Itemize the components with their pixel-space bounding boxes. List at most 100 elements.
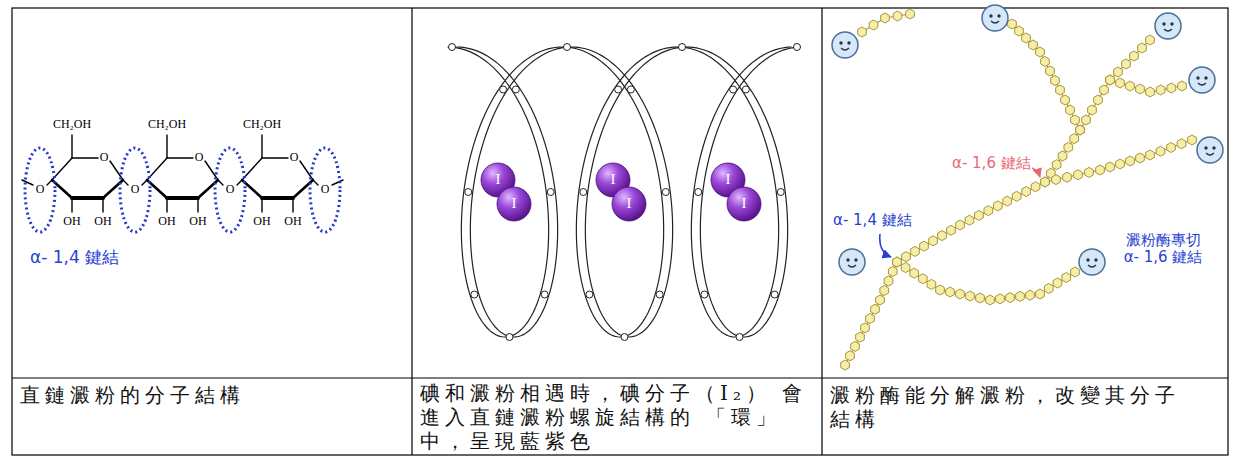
glucose-unit bbox=[1074, 170, 1083, 180]
glucose-unit bbox=[1029, 40, 1038, 50]
glucose-unit bbox=[856, 332, 865, 342]
glucose-unit bbox=[956, 220, 965, 230]
glucose-unit bbox=[1116, 78, 1125, 88]
leader-arrow bbox=[880, 234, 891, 257]
glucose-unit bbox=[1177, 139, 1186, 149]
enzyme-mouth bbox=[1164, 29, 1172, 31]
glucose-unit bbox=[996, 294, 1005, 304]
enzyme-eye bbox=[1204, 76, 1207, 79]
glucose-unit bbox=[871, 304, 880, 314]
chain-link bbox=[1012, 24, 1080, 130]
glucose-unit bbox=[1070, 134, 1079, 144]
substituent-bond bbox=[71, 198, 72, 212]
enzyme-eye bbox=[1086, 258, 1089, 261]
enzyme-eye bbox=[854, 258, 857, 261]
enzyme-body bbox=[832, 32, 858, 58]
glucose-unit bbox=[1036, 289, 1045, 299]
ring-bond bbox=[167, 157, 193, 158]
glucose-unit bbox=[986, 295, 995, 305]
glucose-unit bbox=[1056, 85, 1065, 95]
oxygen-atom bbox=[701, 291, 708, 298]
oxygen-atom bbox=[771, 291, 778, 298]
glycosidic-bond bbox=[218, 180, 223, 185]
glucose-unit bbox=[1136, 153, 1145, 163]
glucose-unit bbox=[1130, 51, 1139, 61]
ring-bond bbox=[72, 157, 98, 158]
glucose-unit bbox=[901, 263, 910, 273]
group-label: OH bbox=[189, 215, 206, 229]
group-label: OH bbox=[63, 215, 80, 229]
table-cell: 碘和澱粉相遇時，碘分子（I₂） 會進入直鏈澱粉螺旋結構的 「環」中，呈現藍紫色 bbox=[420, 381, 815, 453]
glucose-unit bbox=[1146, 35, 1155, 45]
enzyme-body bbox=[1155, 13, 1181, 39]
iodine-atom bbox=[497, 187, 531, 221]
oxygen-atom bbox=[465, 189, 472, 196]
glucose-unit bbox=[1122, 59, 1131, 69]
glucose-unit bbox=[911, 246, 920, 256]
glucose-unit bbox=[993, 201, 1002, 211]
oxygen-atom bbox=[564, 44, 571, 51]
oxygen-atom bbox=[627, 86, 634, 93]
glucose-unit bbox=[1188, 135, 1197, 145]
amylose-structure bbox=[22, 135, 343, 232]
glucose-unit bbox=[1076, 125, 1085, 135]
enzyme-eye bbox=[1170, 22, 1173, 25]
chain-link bbox=[845, 40, 1150, 365]
enzyme-icon bbox=[839, 249, 865, 275]
glucose-unit bbox=[1085, 167, 1094, 177]
ring-bond bbox=[300, 161, 313, 180]
ring-bond bbox=[110, 161, 123, 180]
glucose-unit bbox=[1062, 273, 1071, 283]
enzyme-eye bbox=[1094, 258, 1097, 261]
glucose-unit bbox=[1063, 172, 1072, 182]
glucose-unit bbox=[1041, 177, 1050, 187]
atom-label: O bbox=[36, 183, 45, 197]
atom-label: I bbox=[627, 195, 632, 212]
glucose-unit bbox=[1015, 26, 1024, 36]
enzyme-icon bbox=[1079, 249, 1105, 275]
glucose-unit bbox=[1114, 67, 1123, 77]
enzyme-eye bbox=[847, 41, 850, 44]
bond-label: α- 1,4 鍵結 bbox=[833, 212, 912, 229]
oxygen-atom bbox=[586, 291, 593, 298]
branched-starch bbox=[832, 5, 1223, 370]
atom-label: O bbox=[195, 151, 204, 165]
oxygen-atom bbox=[621, 334, 628, 341]
glucose-unit bbox=[1003, 196, 1012, 206]
ring-bond bbox=[205, 161, 218, 180]
oxygen-atom bbox=[615, 86, 622, 93]
glucose-unit bbox=[884, 276, 893, 286]
group-label: OH bbox=[253, 215, 270, 229]
enzyme-icon bbox=[832, 32, 858, 58]
amylose-helix bbox=[448, 44, 801, 341]
glucose-unit bbox=[918, 274, 927, 284]
glucose-unit bbox=[920, 241, 929, 251]
glucose-unit bbox=[869, 20, 878, 30]
substituent-bond bbox=[102, 198, 103, 212]
ring-bond-bold bbox=[262, 196, 293, 200]
bond-highlight bbox=[215, 148, 245, 232]
glucose-unit bbox=[1006, 293, 1015, 303]
bond-label: α- 1,4 鍵結 bbox=[30, 248, 119, 268]
glucose-unit bbox=[1058, 151, 1067, 161]
oxygen-atom bbox=[736, 334, 743, 341]
group-label: OH bbox=[284, 215, 301, 229]
glucose-unit bbox=[984, 206, 993, 216]
atom-label: O bbox=[290, 151, 299, 165]
glucose-unit bbox=[1022, 187, 1031, 197]
enzyme-icon bbox=[1155, 13, 1181, 39]
enzyme-icon bbox=[982, 5, 1008, 31]
bond-label: α- 1,6 鍵結 bbox=[952, 155, 1031, 172]
table-rule bbox=[821, 8, 822, 455]
glucose-unit bbox=[858, 27, 867, 37]
glucose-unit bbox=[1106, 162, 1115, 172]
oxygen-atom bbox=[742, 86, 749, 93]
helix-strand bbox=[457, 47, 801, 337]
oxygen-atom bbox=[794, 44, 801, 51]
glucose-unit bbox=[1008, 19, 1017, 29]
chain-link bbox=[1045, 140, 1192, 182]
enzyme-mouth bbox=[841, 48, 849, 50]
enzyme-eye bbox=[1196, 76, 1199, 79]
oxygen-atom bbox=[695, 189, 702, 196]
table-rule bbox=[411, 8, 412, 455]
